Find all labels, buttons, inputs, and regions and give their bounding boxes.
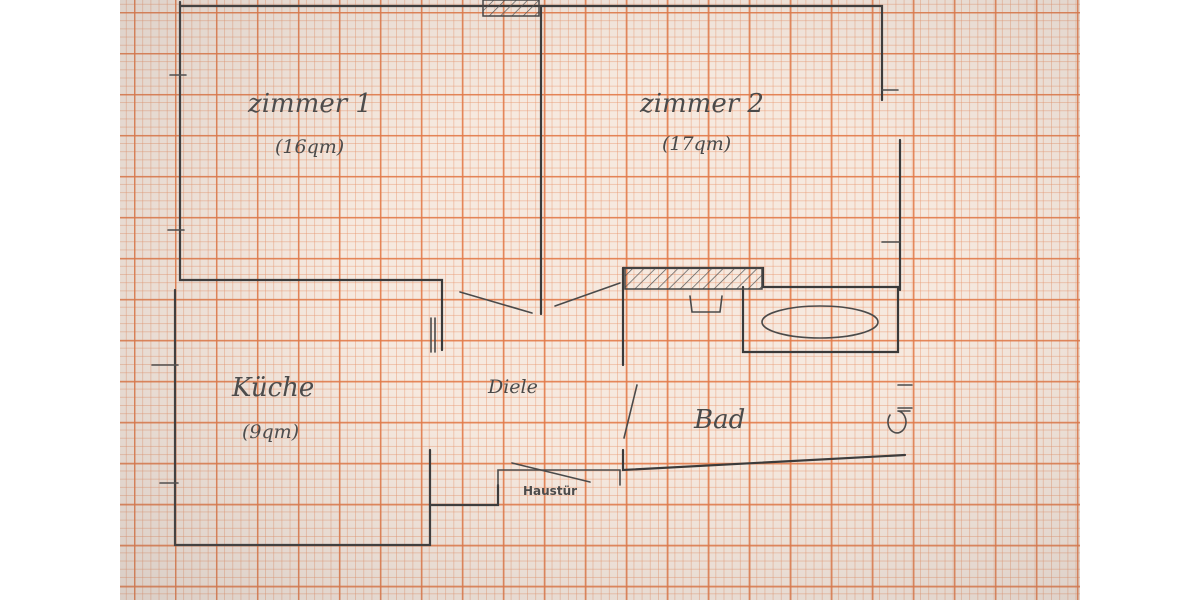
bathtub-icon (761, 305, 879, 339)
zimmer2-right-wall (880, 58, 902, 292)
top-wall (178, 4, 884, 62)
left-edge-ticks (151, 74, 187, 484)
walls (151, 0, 913, 547)
kueche-walls (173, 288, 500, 547)
right-edge-ticks (881, 89, 913, 409)
bad-label: Bad (693, 405, 745, 435)
door-zimmer2-swing (554, 282, 621, 307)
zimmer2-area: (17qm) (662, 133, 731, 155)
chimney-top (482, 0, 540, 17)
door-bad-swing (623, 384, 638, 439)
bad-walls (621, 266, 900, 354)
door-swings (459, 282, 638, 483)
bad-hatched-wall (624, 267, 763, 290)
zimmer1-area: (16qm) (275, 136, 344, 158)
kueche-area: (9qm) (242, 421, 299, 443)
zimmer2-label: zimmer 2 (639, 89, 764, 119)
haustuer-walls (497, 469, 621, 486)
graph-paper-photo: zimmer 1 (16qm) zimmer 2 (17qm) Küche (9… (120, 0, 1080, 600)
toilet-icon (887, 410, 911, 434)
bad-bottom-wall (621, 448, 907, 472)
sink-icon (689, 295, 723, 313)
diele-label: Diele (487, 376, 538, 398)
door-zimmer1-swing (459, 291, 533, 314)
zimmer1-label: zimmer 1 (247, 89, 372, 119)
kueche-label: Küche (231, 373, 314, 403)
floor-plan: zimmer 1 (16qm) zimmer 2 (17qm) Küche (9… (151, 0, 913, 547)
haustuer-label: Haustür (523, 484, 577, 498)
zimmer1-walls (178, 0, 444, 352)
kueche-door-post (430, 317, 436, 353)
door-haustuer-swing (511, 462, 591, 483)
